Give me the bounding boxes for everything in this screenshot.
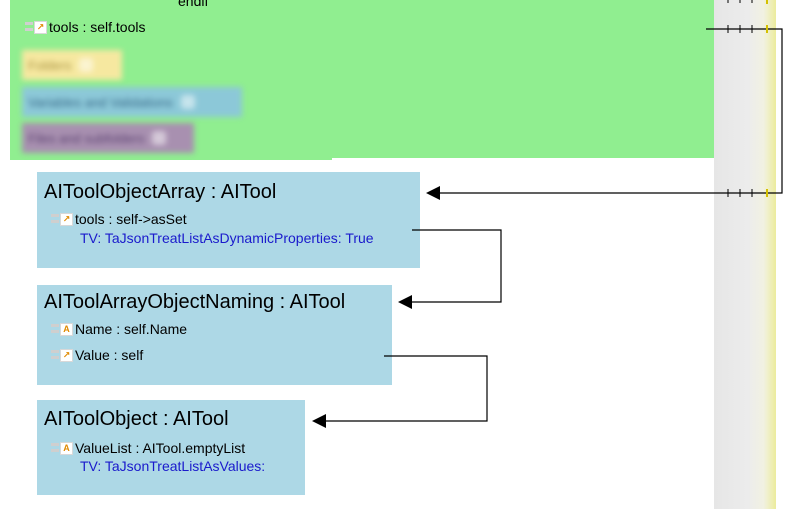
link-icon: ↗ bbox=[60, 348, 73, 362]
class-box-aitoolobject[interactable]: AIToolObject : AITool A ValueList : AITo… bbox=[37, 400, 305, 495]
class-box-aitoolarrayobjectnaming[interactable]: AIToolArrayObjectNaming : AITool A Name … bbox=[37, 285, 392, 385]
drag-handle-icon[interactable] bbox=[51, 212, 59, 226]
drag-handle-icon[interactable] bbox=[25, 20, 33, 34]
drag-handle-icon[interactable] bbox=[51, 441, 59, 455]
blurred-variables-item: Variables and Validations bbox=[22, 87, 242, 117]
ticks-mid bbox=[727, 189, 753, 197]
attribute-icon: A bbox=[60, 322, 73, 336]
arrowhead-icon bbox=[398, 295, 412, 309]
class-box-aitoolobjectarray[interactable]: AIToolObjectArray : AITool ↗ tools : sel… bbox=[37, 172, 420, 268]
endif-label: endif bbox=[178, 0, 209, 9]
connector-tools-to-aitoolobjectarray[interactable] bbox=[440, 28, 783, 194]
member-label: tools : self->asSet bbox=[75, 211, 187, 227]
member-label: Name : self.Name bbox=[75, 321, 188, 337]
ticks-top bbox=[727, 0, 768, 33]
member-name[interactable]: A Name : self.Name bbox=[51, 321, 187, 337]
arrowhead-icon bbox=[312, 414, 326, 428]
member-tools[interactable]: ↗ tools : self.tools bbox=[25, 19, 146, 35]
blurred-folder-item: Folders bbox=[22, 50, 122, 80]
drag-handle-icon[interactable] bbox=[51, 322, 59, 336]
drag-handle-icon[interactable] bbox=[51, 348, 59, 362]
member-label: tools : self.tools bbox=[49, 19, 146, 35]
blurred-label: Folders bbox=[28, 57, 72, 73]
tagged-value: TV: TaJsonTreatListAsValues: bbox=[80, 458, 266, 474]
class-title: AIToolObjectArray : AITool bbox=[44, 181, 277, 203]
member-label: ValueList : AITool.emptyList bbox=[75, 440, 246, 456]
class-title: AIToolObject : AITool bbox=[44, 408, 229, 430]
blurred-files-item: Files and subfolders bbox=[22, 123, 194, 153]
blurred-label: Files and subfolders bbox=[28, 130, 145, 146]
member-value[interactable]: ↗ Value : self bbox=[51, 347, 143, 363]
connector-tools-to-aitoolarrayobjectnaming[interactable] bbox=[412, 229, 502, 303]
link-icon: ↗ bbox=[60, 212, 73, 226]
class-title: AIToolArrayObjectNaming : AITool bbox=[44, 291, 346, 313]
link-icon: ↗ bbox=[34, 20, 47, 34]
blurred-chip-icon bbox=[152, 131, 167, 145]
vertical-scrollbar[interactable] bbox=[714, 0, 776, 509]
blurred-chip-icon bbox=[180, 95, 195, 109]
blurred-label: Variables and Validations bbox=[28, 94, 173, 110]
arrowhead-icon bbox=[426, 186, 440, 200]
member-valuelist[interactable]: A ValueList : AITool.emptyList bbox=[51, 440, 245, 456]
blurred-chip-icon bbox=[79, 58, 94, 72]
connector-value-to-aitoolobject[interactable] bbox=[326, 355, 488, 422]
attribute-icon: A bbox=[60, 441, 73, 455]
member-label: Value : self bbox=[75, 347, 144, 363]
member-tools[interactable]: ↗ tools : self->asSet bbox=[51, 211, 187, 227]
expanded-class-panel-tab bbox=[10, 150, 332, 160]
tagged-value: TV: TaJsonTreatListAsDynamicProperties: … bbox=[80, 230, 374, 246]
